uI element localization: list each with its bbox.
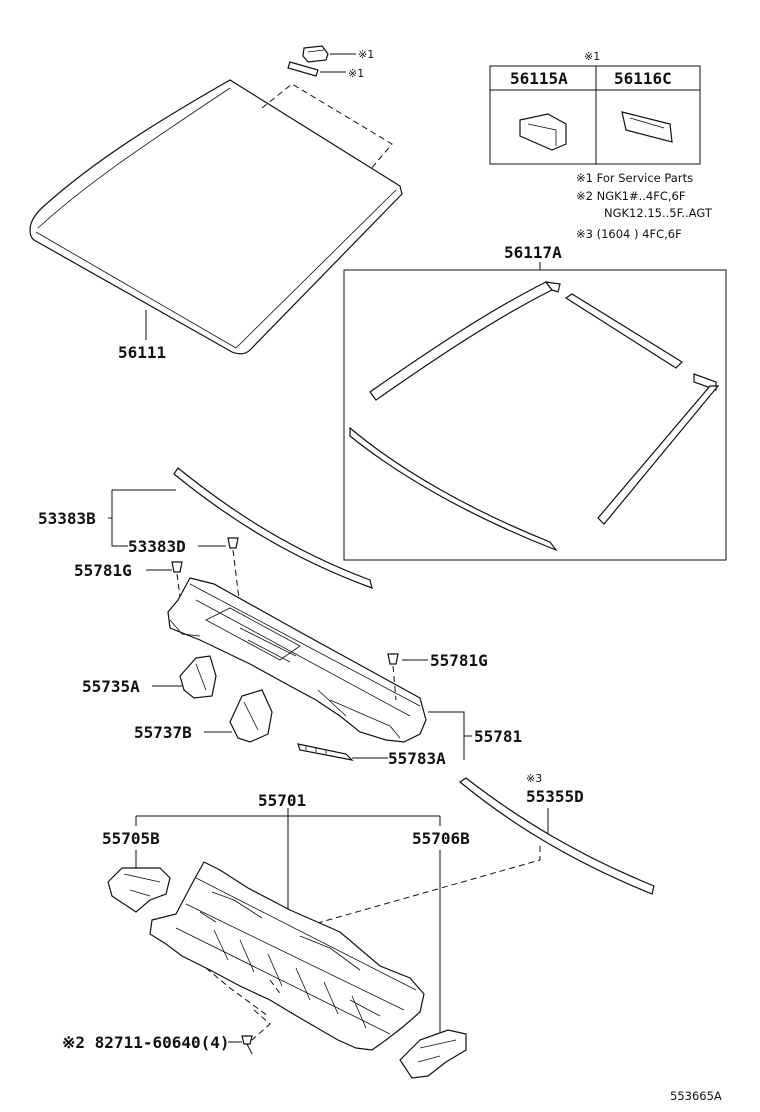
cowl-seal — [173, 467, 373, 589]
mark-1a: ※1 — [358, 48, 374, 61]
note-2a: ※2 NGK1#..4FC,6F — [576, 189, 685, 203]
cover-left — [179, 655, 217, 699]
part-label-55781g-right: 55781G — [430, 651, 488, 670]
note-2b: NGK12.15..5F..AGT — [604, 206, 713, 220]
brace-right — [399, 1029, 467, 1079]
leader-dashed — [205, 967, 283, 1041]
part-label-55735a: 55735A — [82, 677, 140, 696]
part-label-55701: 55701 — [258, 791, 306, 810]
molding-set-box — [343, 269, 727, 561]
cover-mid — [229, 689, 273, 743]
note-1: ※1 For Service Parts — [576, 171, 693, 185]
drawing-number: 553665A — [670, 1089, 722, 1103]
part-label-55706b: 55706B — [412, 829, 470, 848]
clip-left — [171, 561, 183, 573]
clip-right — [387, 653, 399, 665]
part-label-82711: ※2 82711-60640(4) — [62, 1033, 230, 1052]
bolt — [241, 1035, 253, 1055]
service-part-top — [287, 45, 329, 77]
part-label-56117a: 56117A — [504, 243, 562, 262]
part-label-55781g-left: 55781G — [74, 561, 132, 580]
table-col-56115a: 56115A — [510, 69, 568, 88]
leader-dashed — [392, 665, 397, 701]
strip — [458, 777, 655, 895]
windshield-glass — [29, 79, 403, 355]
part-label-55737b: 55737B — [134, 723, 192, 742]
part-label-55781: 55781 — [474, 727, 522, 746]
leader-line — [111, 490, 128, 547]
table-mark: ※1 — [584, 50, 600, 63]
leader-line — [428, 711, 465, 760]
note-3: ※3 (1604 ) 4FC,6F — [576, 227, 682, 241]
part-label-56111: 56111 — [118, 343, 166, 362]
mark-1b: ※1 — [348, 67, 364, 80]
service-parts-table — [489, 65, 701, 165]
cowl-louver — [167, 577, 427, 743]
table-col-56116c: 56116C — [614, 69, 672, 88]
part-label-55355d: 55355D — [526, 787, 584, 806]
seal-clip — [227, 537, 239, 549]
cowl-panel — [149, 861, 425, 1051]
part-label-55783a: 55783A — [388, 749, 446, 768]
part-label-53383d: 53383D — [128, 537, 186, 556]
brace-left — [107, 867, 171, 913]
molding-strips — [349, 281, 720, 552]
leader-dashed — [299, 846, 541, 929]
part-label-55705b: 55705B — [102, 829, 160, 848]
mark-3: ※3 — [526, 772, 542, 785]
part-label-53383b: 53383B — [38, 509, 96, 528]
bracket — [297, 743, 354, 761]
leader-dashed — [261, 83, 393, 171]
